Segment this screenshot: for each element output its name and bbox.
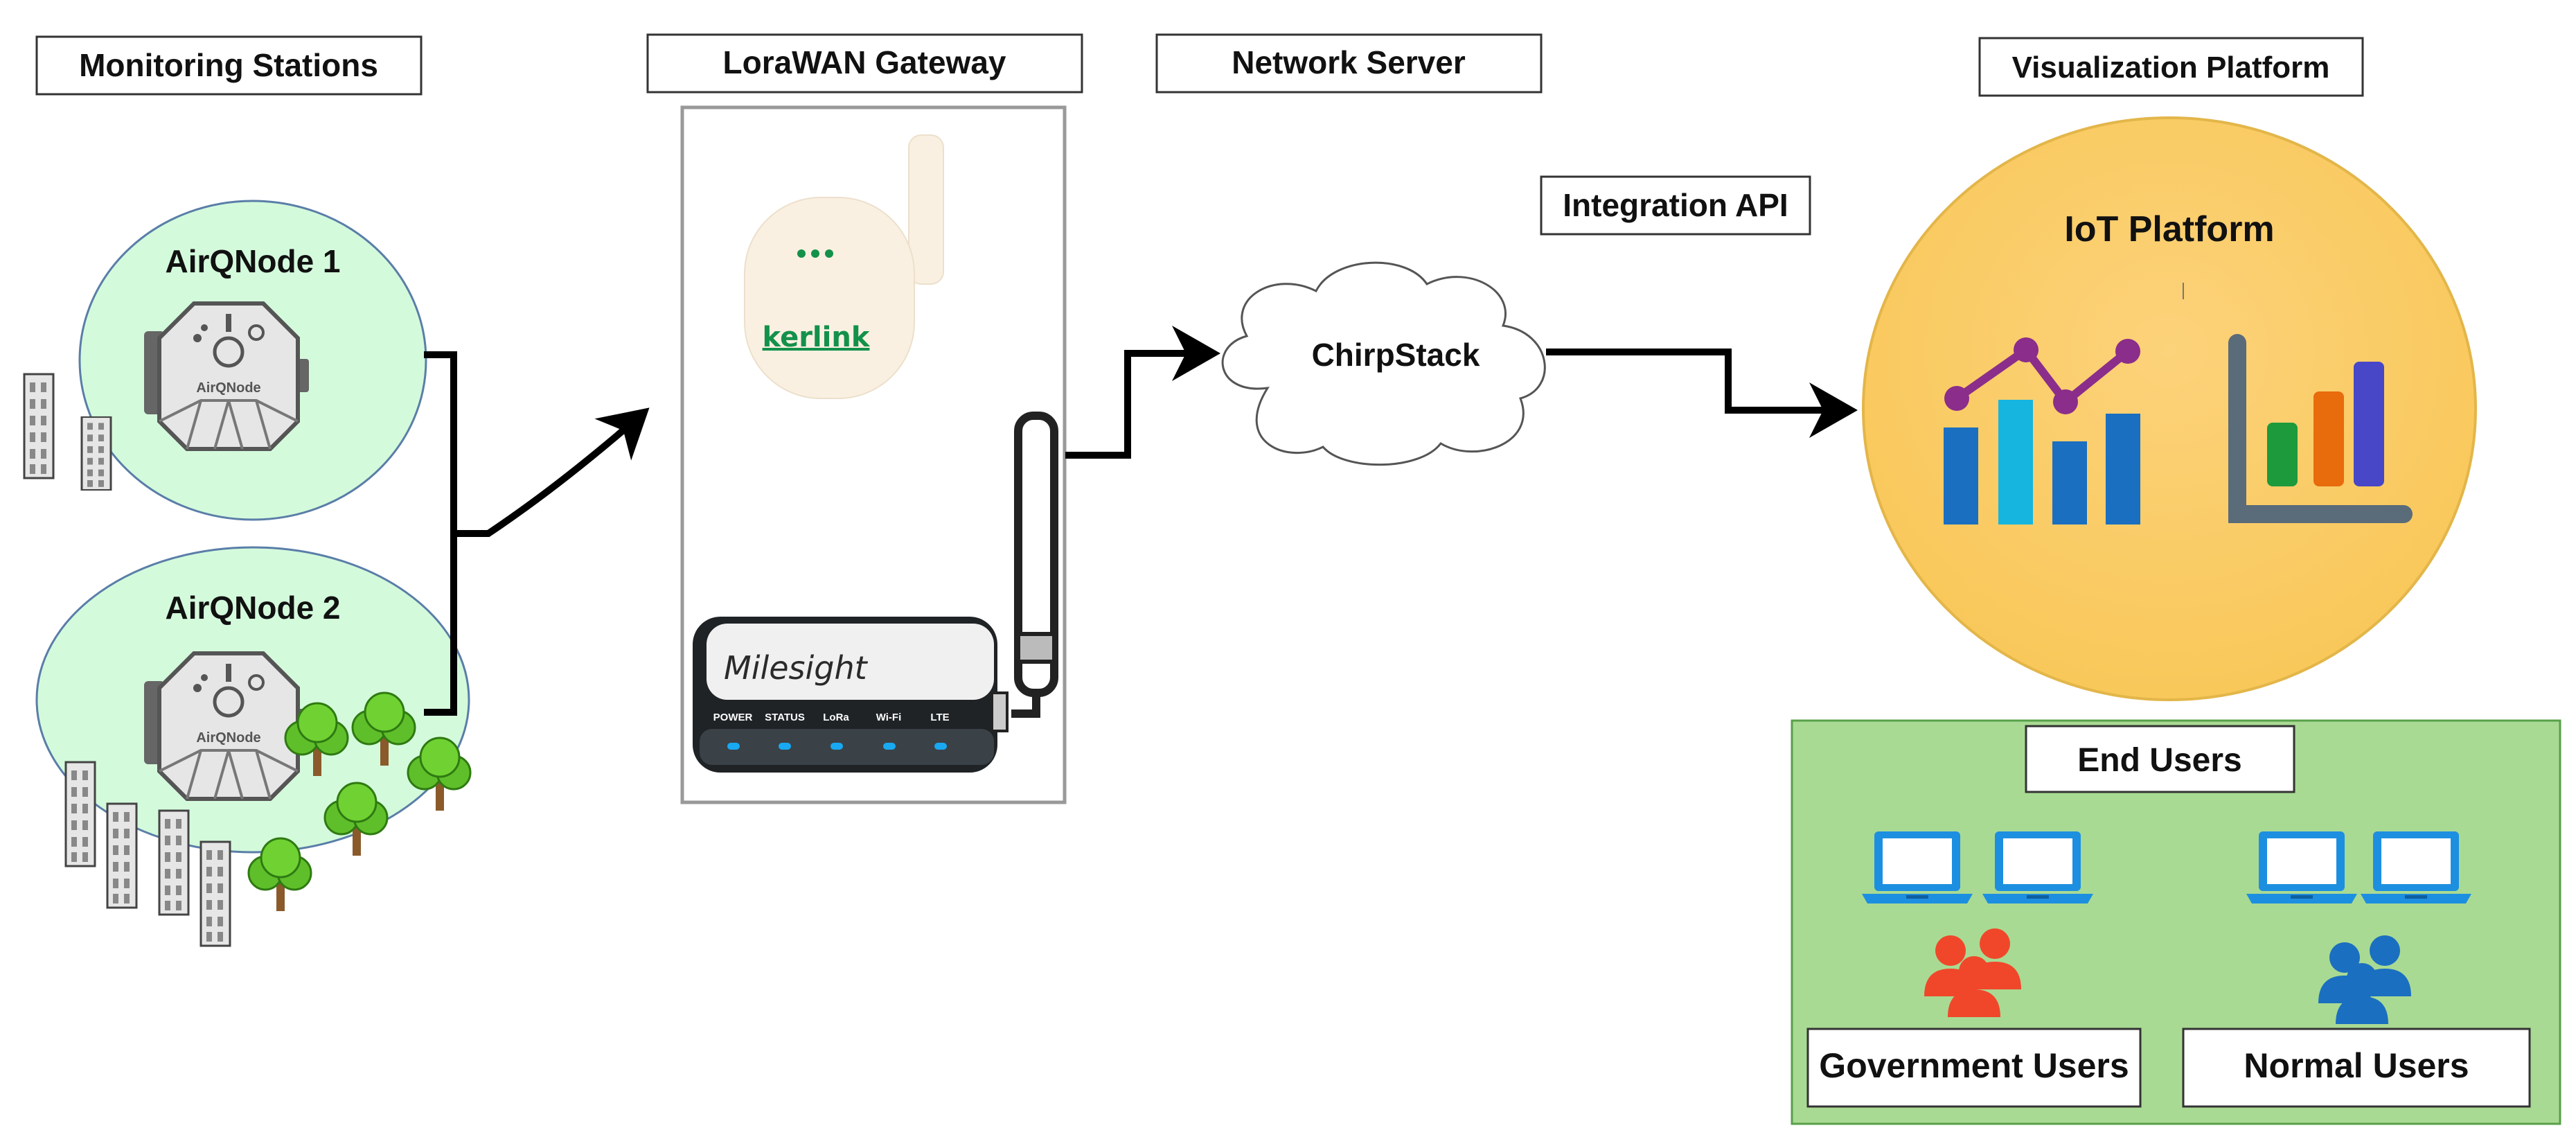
network-header: Network Server — [1155, 33, 1543, 94]
integration-header: Integration API — [1540, 175, 1811, 236]
svg-text:Normal Users: Normal Users — [2244, 1046, 2469, 1085]
svg-text:LoRa: LoRa — [823, 712, 849, 723]
gateway-header: LoraWAN Gateway — [646, 33, 1083, 94]
airqnode-1-title: AirQNode 1 — [165, 243, 340, 279]
airqnode-1-device-icon: AirQNode — [144, 303, 309, 449]
visualization-header: Visualization Platform — [1978, 37, 2364, 97]
nodes-to-gateway-connector — [424, 351, 644, 716]
svg-text:Network Server: Network Server — [1232, 44, 1466, 80]
svg-text:LoraWAN Gateway: LoraWAN Gateway — [723, 44, 1006, 80]
gateway-panel: kerlink Milesight POWER STATUS LoRa Wi-F… — [680, 105, 1067, 804]
svg-text:Government Users: Government Users — [1819, 1046, 2129, 1085]
airqnode-1-device-label: AirQNode — [196, 380, 260, 396]
svg-text:Wi-Fi: Wi-Fi — [876, 712, 902, 723]
airqnode-2-device-icon: AirQNode — [144, 653, 309, 799]
government-users-label: Government Users — [1806, 1028, 2142, 1108]
end-users-header: End Users — [2025, 725, 2295, 793]
svg-text:Visualization Platform: Visualization Platform — [2012, 51, 2330, 85]
bar-chart-icon — [2228, 334, 2413, 523]
svg-text:STATUS: STATUS — [765, 712, 805, 723]
gateway-to-network-connector — [1065, 326, 1220, 459]
network-to-platform-connector — [1546, 349, 1858, 438]
svg-text:POWER: POWER — [713, 712, 753, 723]
chirpstack-cloud: ChirpStack — [1221, 261, 1546, 466]
iot-platform: IoT Platform — [1862, 116, 2477, 701]
monitoring-header: Monitoring Stations — [35, 35, 423, 96]
normal-users-label: Normal Users — [2182, 1028, 2531, 1108]
status-led-icons — [727, 743, 947, 750]
airqnode-2-device-label: AirQNode — [196, 730, 260, 746]
end-users-panel: End Users Government Users Normal Users — [1791, 719, 2561, 1125]
chirpstack-label: ChirpStack — [1312, 337, 1480, 373]
milesight-brand: Milesight — [724, 649, 869, 687]
svg-text:Monitoring Stations: Monitoring Stations — [79, 47, 378, 83]
airqnode-2-title: AirQNode 2 — [165, 590, 340, 626]
led-labels: POWER STATUS LoRa Wi-Fi LTE — [713, 712, 950, 723]
airqnode-2: AirQNode 2 AirQNode — [35, 546, 472, 947]
svg-text:End Users: End Users — [2077, 742, 2241, 779]
svg-text:LTE: LTE — [930, 712, 949, 723]
svg-text:Integration API: Integration API — [1563, 187, 1788, 223]
bar-line-chart-icon — [1944, 337, 2140, 524]
kerlink-brand: kerlink — [763, 321, 871, 353]
kerlink-gateway-icon: kerlink — [744, 134, 944, 399]
milesight-gateway-icon: Milesight POWER STATUS LoRa Wi-Fi LTE — [693, 412, 1058, 773]
airqnode-1: AirQNode 1 AirQNode — [23, 200, 427, 521]
iot-platform-title: IoT Platform — [2064, 209, 2274, 249]
